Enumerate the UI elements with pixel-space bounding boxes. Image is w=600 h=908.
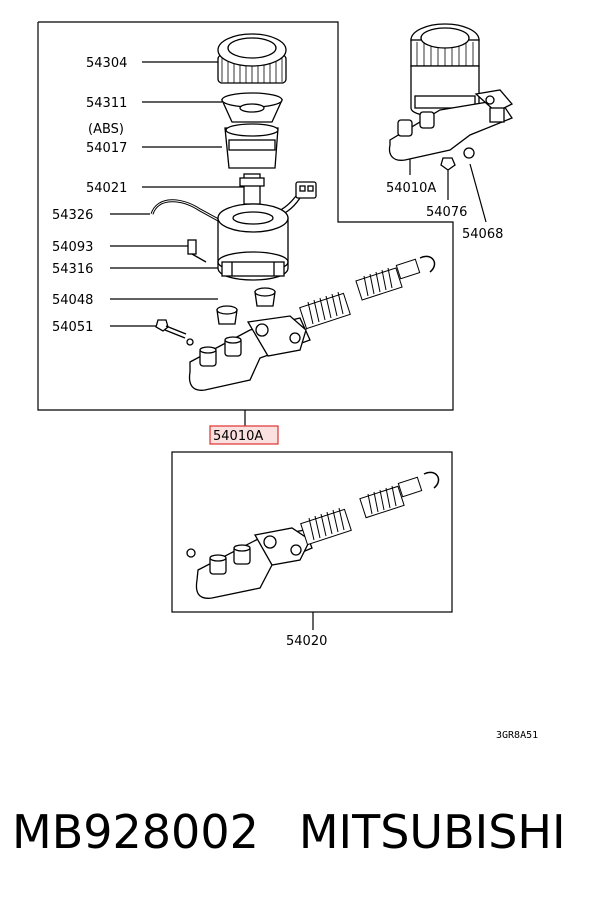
assembly-highlight-box (209, 425, 279, 445)
label-abs-note: (ABS) (88, 122, 124, 137)
label-bolt-lower[interactable]: 54051 (52, 320, 93, 335)
label-reservoir-cap[interactable]: 54304 (86, 56, 127, 71)
label-hose[interactable]: 54326 (52, 208, 93, 223)
label-nut[interactable]: 54076 (426, 205, 467, 220)
label-grommet[interactable]: 54048 (52, 293, 93, 308)
label-cylinder-kit[interactable]: 54020 (286, 634, 327, 649)
lower-frame (171, 451, 453, 613)
label-float-sensor[interactable]: 54021 (86, 181, 127, 196)
label-assembly-small[interactable]: 54010A (386, 181, 436, 196)
diagram-code: 3GR8A51 (496, 730, 538, 741)
label-reservoir-body[interactable]: 54316 (52, 262, 93, 277)
brand-name: MITSUBISHI (298, 805, 566, 859)
label-assembly-highlight[interactable]: 54010A (213, 429, 263, 444)
label-bolt-upper[interactable]: 54093 (52, 240, 93, 255)
reservoir-assembly-drawing (150, 33, 436, 391)
part-footer: MB928002 MITSUBISHI (12, 805, 592, 859)
part-number: MB928002 (12, 805, 259, 859)
upper-frame (37, 21, 454, 411)
cylinder-kit-drawing (186, 471, 440, 599)
label-reservoir-upper[interactable]: 54017 (86, 141, 127, 156)
label-strainer[interactable]: 54311 (86, 96, 127, 111)
small-assembly-drawing (388, 23, 514, 171)
label-washer[interactable]: 54068 (462, 227, 503, 242)
